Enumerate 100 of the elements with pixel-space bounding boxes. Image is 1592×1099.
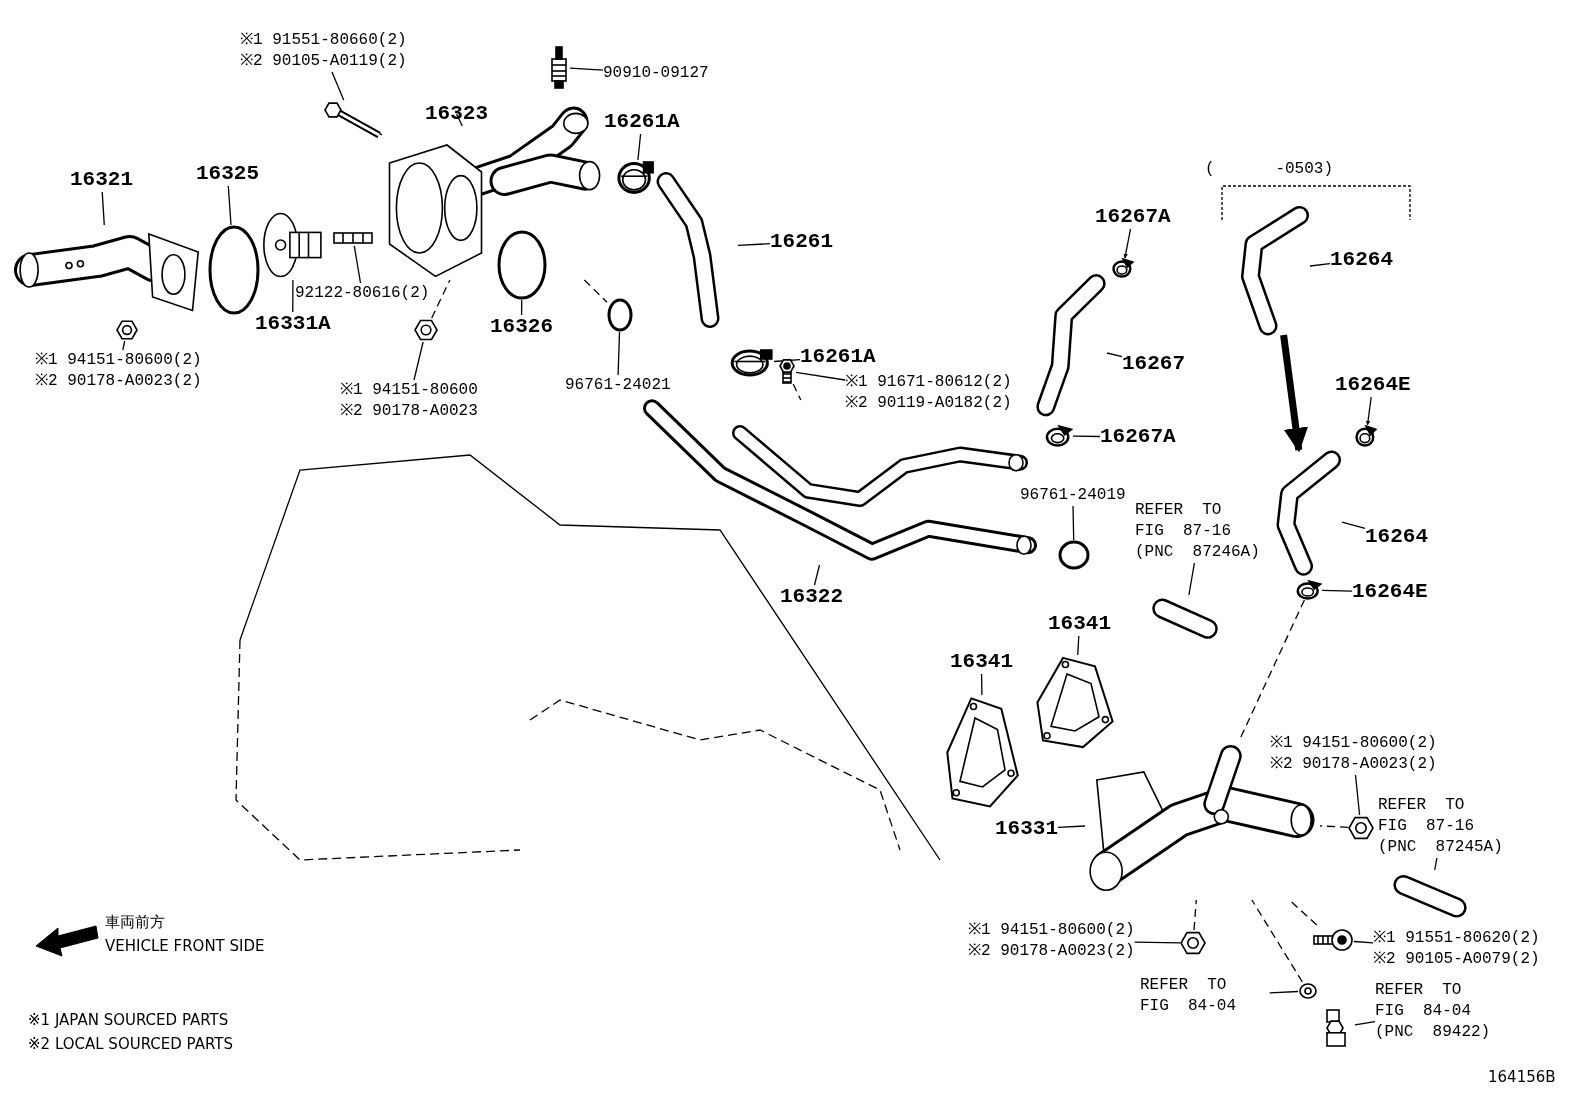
part-number: 16264E xyxy=(1335,373,1411,397)
part-number: 92122-80616(2) xyxy=(295,283,430,304)
footnote: ※2 LOCAL SOURCED PARTS xyxy=(28,1035,233,1053)
leader-line xyxy=(1106,352,1123,358)
hose-drawing xyxy=(1155,595,1215,640)
part-number: 16261 xyxy=(770,230,833,254)
part-number: 16331A xyxy=(255,312,331,336)
leader-line xyxy=(1354,1021,1376,1026)
figure-number: 164156B xyxy=(1488,1068,1556,1086)
part-number: ※1 91551-80620(2) xyxy=(1373,928,1540,949)
stud-bolt-drawing xyxy=(333,230,373,246)
footnote: ※1 JAPAN SOURCED PARTS xyxy=(28,1011,229,1029)
bolt-drawing xyxy=(778,358,796,384)
bolt-drawing xyxy=(322,100,382,140)
gasket-drawing xyxy=(497,230,547,300)
part-number: 16267 xyxy=(1122,352,1185,376)
part-number: 16321 xyxy=(70,168,133,192)
leader-line xyxy=(1077,635,1080,656)
leader-line xyxy=(1341,521,1366,530)
leader-line xyxy=(227,185,232,226)
nut-drawing xyxy=(116,319,138,341)
assembly-line xyxy=(1288,899,1318,926)
reference-note: REFER TO FIG 84-04 xyxy=(1140,975,1237,1017)
part-number: ※2 90119-A0182(2) xyxy=(845,393,1012,414)
part-number: ※2 90178-A0023(2) xyxy=(968,941,1135,962)
o-ring-drawing xyxy=(1058,540,1090,570)
clip-drawing xyxy=(1045,425,1073,447)
part-number: 16267A xyxy=(1095,205,1171,229)
leader-line xyxy=(1309,262,1331,267)
leader-line xyxy=(1321,589,1353,592)
assembly-line xyxy=(583,279,608,303)
reference-note: REFER TO FIG 87-16 (PNC 87245A) xyxy=(1378,795,1504,858)
leader-line xyxy=(455,113,463,127)
clip-drawing xyxy=(1355,425,1377,447)
part-number: ※2 90178-A0023(2) xyxy=(1270,754,1437,775)
clamp-drawing xyxy=(617,160,655,196)
leader-line xyxy=(292,279,294,313)
assembly-line xyxy=(377,132,383,136)
leader-line xyxy=(1354,774,1361,816)
leader-line xyxy=(1123,228,1132,259)
part-number: 16264 xyxy=(1365,525,1428,549)
leader-line xyxy=(1072,505,1075,541)
leader-line xyxy=(569,67,604,71)
part-number: ※1 91671-80612(2) xyxy=(845,372,1012,393)
part-number: 16261A xyxy=(604,110,680,134)
hose-drawing xyxy=(1035,272,1107,417)
part-number: 16264E xyxy=(1352,580,1428,604)
leader-line xyxy=(1072,435,1101,438)
leader-line xyxy=(1057,825,1086,829)
gasket-drawing xyxy=(208,225,260,315)
leader-line xyxy=(1188,562,1196,596)
part-number: 16341 xyxy=(1048,612,1111,636)
clip-drawing xyxy=(1112,258,1134,278)
part-number: 16341 xyxy=(950,650,1013,674)
gasket-drawing xyxy=(1035,655,1115,750)
leader-line xyxy=(637,133,642,161)
part-number: ※1 94151-80600 xyxy=(340,380,478,401)
direction-label: 車両前方 xyxy=(105,913,165,932)
reference-note: REFER TO FIG 84-04 (PNC 89422) xyxy=(1375,980,1492,1043)
clip-drawing xyxy=(1296,580,1322,600)
leader-line xyxy=(813,564,821,586)
nut-drawing xyxy=(414,318,438,342)
part-number: 16331 xyxy=(995,817,1058,841)
o-ring-drawing xyxy=(607,298,633,332)
part-number: ※2 90178-A0023 xyxy=(340,401,478,422)
leader-line xyxy=(980,673,983,696)
thermostat-drawing xyxy=(262,210,324,280)
leader-line xyxy=(737,243,771,247)
nut-drawing xyxy=(1180,930,1206,956)
production-date-note: ( -0503) xyxy=(1205,160,1333,178)
part-number: ※1 94151-80600(2) xyxy=(35,350,202,371)
part-number: ※2 90105-A0079(2) xyxy=(1373,949,1540,970)
part-number: 16322 xyxy=(780,585,843,609)
assembly-line xyxy=(431,279,451,319)
leader-line xyxy=(1268,990,1299,994)
part-number: 90910-09127 xyxy=(603,63,709,84)
direction-label: VEHICLE FRONT SIDE xyxy=(105,937,265,955)
nut-drawing xyxy=(1348,815,1374,841)
assembly-line xyxy=(1251,899,1304,983)
washer-drawing xyxy=(1298,982,1318,1000)
assembly-line xyxy=(792,383,802,401)
part-number: 96761-24019 xyxy=(1020,485,1126,506)
clamp-drawing xyxy=(730,348,774,378)
part-number: ※2 90105-A0119(2) xyxy=(240,51,407,72)
leader-line xyxy=(353,245,362,284)
leader-line xyxy=(101,191,105,226)
assembly-line xyxy=(1193,899,1197,931)
leader-line xyxy=(1133,941,1181,944)
part-number: ※1 94151-80600(2) xyxy=(1270,733,1437,754)
leader-line xyxy=(413,341,424,381)
leader-line xyxy=(617,331,621,376)
leader-line xyxy=(520,299,523,316)
gasket-drawing xyxy=(945,695,1020,810)
leader-line xyxy=(1365,396,1372,426)
part-number: ※1 91551-80660(2) xyxy=(240,30,407,51)
leader-line xyxy=(331,71,345,101)
part-number: ※2 90178-A0023(2) xyxy=(35,371,202,392)
part-number: 16325 xyxy=(196,162,259,186)
part-number: 16323 xyxy=(425,102,488,126)
part-number: 16326 xyxy=(490,315,553,339)
